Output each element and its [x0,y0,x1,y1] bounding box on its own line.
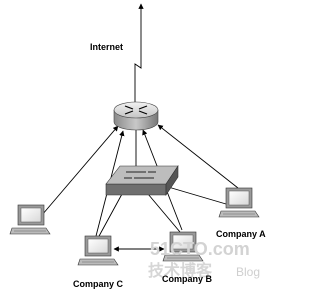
label-company-a: Company A [216,229,266,239]
computer-icon-company-a [218,187,260,218]
computer-icon-company-c [77,235,119,266]
computer-icon-left [9,204,51,235]
link-pc-left-router [41,125,119,216]
label-company-c: Company C [73,279,124,289]
watermark-tech-blog: 技术博客 [148,263,213,280]
switch-icon [105,165,179,196]
computer-icon-company-b [162,231,204,262]
internet-link [134,3,144,114]
label-internet: Internet [90,42,124,52]
link-pc-a-router [157,124,239,189]
link-switch-pc-b [147,193,181,233]
network-diagram: 51CTO.com 技术博客 Blog Internet Company A C… [9,3,266,289]
watermark-blog: Blog [236,265,261,279]
label-company-b: Company B [162,274,213,284]
watermark-51cto: 51CTO.com [150,239,250,259]
router-icon [113,101,159,131]
diagram-canvas [9,3,260,266]
link-switch-pc-c [97,193,123,239]
